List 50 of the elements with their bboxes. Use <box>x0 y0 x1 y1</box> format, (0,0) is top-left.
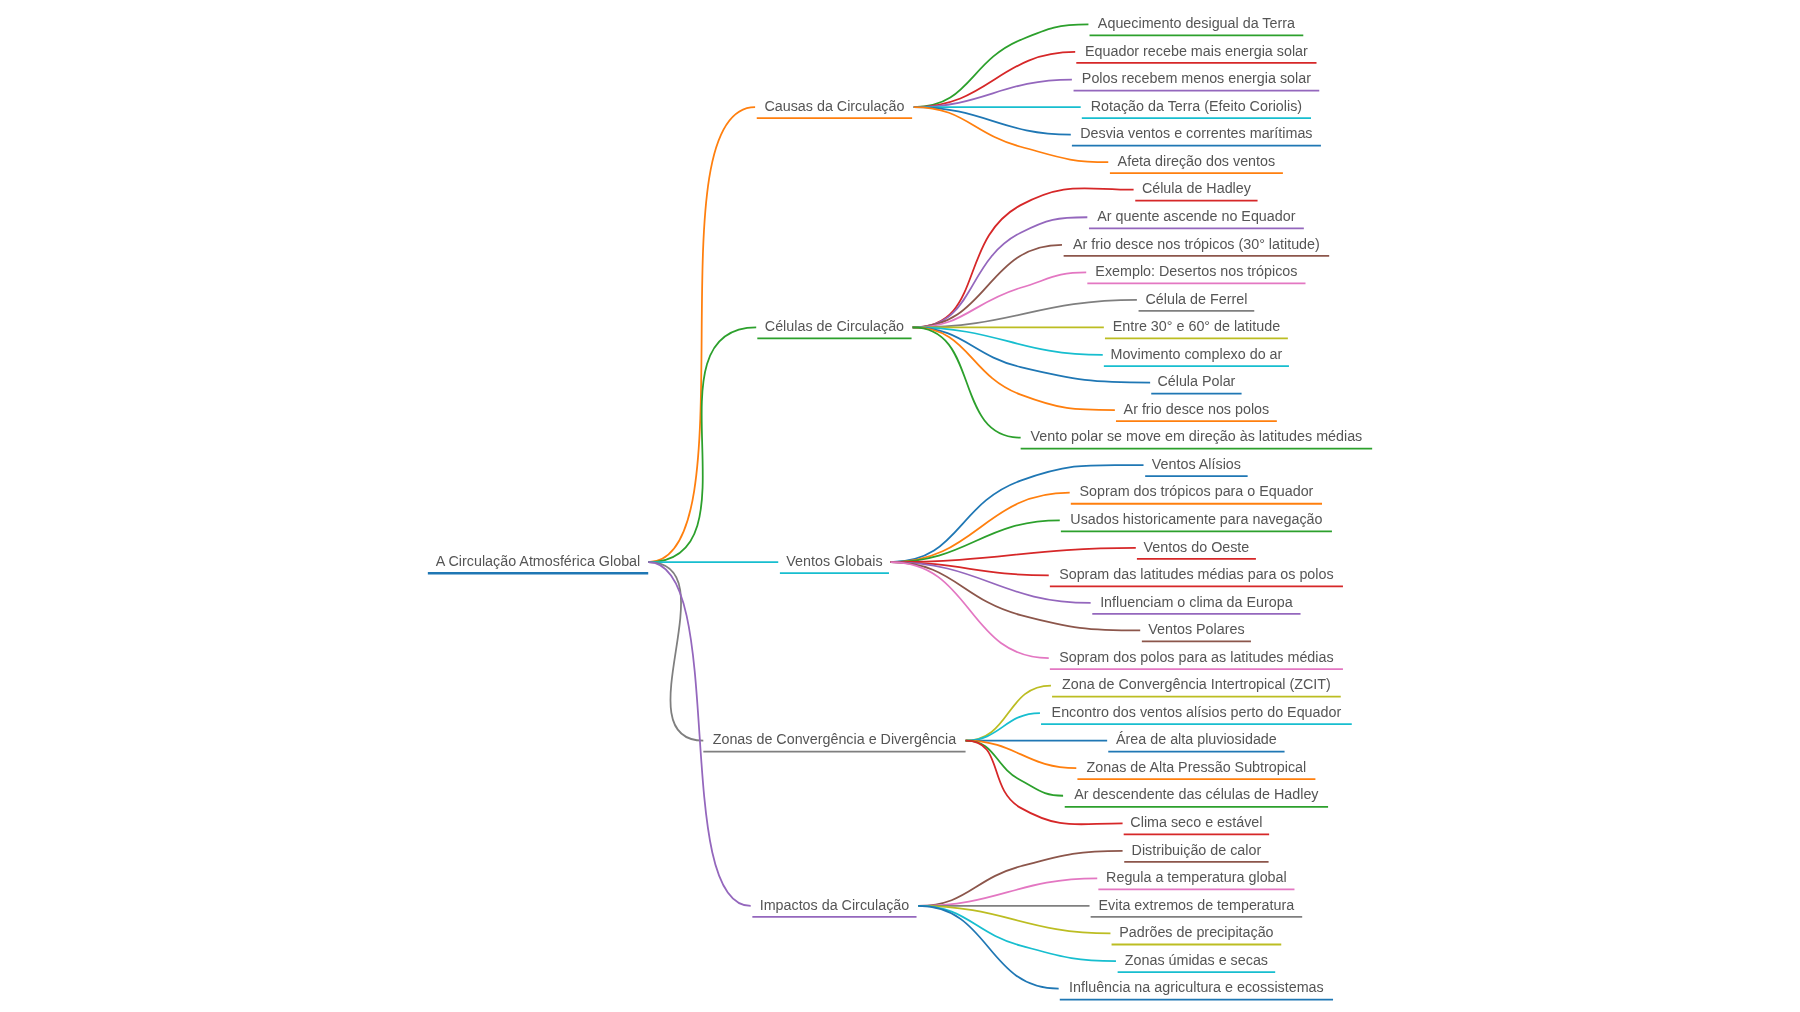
node-text: Padrões de precipitação <box>1119 923 1274 940</box>
connector <box>889 560 1050 659</box>
node-text: Aquecimento desigual da Terra <box>1097 14 1295 31</box>
node-text: Causas da Circulação <box>764 97 905 114</box>
node-text: Célula de Ferrel <box>1145 290 1248 307</box>
node-text: Sopram das latitudes médias para os polos <box>1059 565 1334 582</box>
node-text: Impactos da Circulação <box>759 896 910 913</box>
node-text: Célula Polar <box>1157 372 1236 389</box>
node-text: Zona de Convergência Intertropical (ZCIT) <box>1061 675 1331 692</box>
node-text: Entre 30° e 60° de latitude <box>1112 317 1281 334</box>
node-text: Ar frio desce nos trópicos (30° latitude) <box>1073 235 1320 252</box>
node-text: Área de alta pluviosidade <box>1116 730 1277 747</box>
node-text: A Circulação Atmosférica Global <box>435 552 641 569</box>
node-text: Polos recebem menos energia solar <box>1081 69 1311 86</box>
connector <box>911 326 1022 438</box>
node-text: Células de Circulação <box>764 317 905 334</box>
connector <box>912 105 1110 163</box>
node-text: Encontro dos ventos alísios perto do Equador <box>1051 703 1342 720</box>
node-text: Equador recebe mais energia solar <box>1085 42 1308 59</box>
node-text: Desvia ventos e correntes marítimas <box>1080 124 1313 141</box>
node-text: Distribuição de calor <box>1131 841 1262 858</box>
node-text: Regula a temperatura global <box>1106 868 1287 885</box>
node-text: Ar frio desce nos polos <box>1123 400 1270 417</box>
node-text: Ar quente ascende no Equador <box>1097 207 1296 224</box>
node-text: Zonas úmidas e secas <box>1124 951 1269 968</box>
connector <box>647 560 705 742</box>
node-text: Afeta direção dos ventos <box>1117 152 1276 169</box>
node-text: Vento polar se move em direção às latitudes médias <box>1030 427 1363 444</box>
connector <box>911 215 1089 328</box>
node-text: Movimento complexo do ar <box>1110 345 1283 362</box>
node-text: Influência na agricultura e ecossistemas <box>1069 978 1324 995</box>
node-text: Ventos Globais <box>786 552 883 569</box>
node-text: Clima seco e estável <box>1130 813 1263 830</box>
node-text: Usados historicamente para navegação <box>1070 510 1323 527</box>
node-text: Rotação da Terra (Efeito Coriolis) <box>1090 97 1303 114</box>
node-text: Célula de Hadley <box>1141 179 1251 196</box>
connector <box>917 904 1060 989</box>
node-text: Evita extremos de temperatura <box>1098 896 1295 913</box>
node-text: Ar descendente das células de Hadley <box>1074 785 1319 802</box>
node-text: Influenciam o clima da Europa <box>1100 593 1293 610</box>
node-text: Zonas de Alta Pressão Subtropical <box>1086 758 1307 775</box>
node-text: Ventos Alísios <box>1151 455 1241 472</box>
node-text: Ventos Polares <box>1148 620 1245 637</box>
node-text: Exemplo: Desertos nos trópicos <box>1095 262 1298 279</box>
node-text: Sopram dos trópicos para o Equador <box>1079 482 1314 499</box>
node-text: Zonas de Convergência e Divergência <box>712 730 957 747</box>
node-text: Ventos do Oeste <box>1143 538 1250 555</box>
node-text: Sopram dos polos para as latitudes médias <box>1059 648 1334 665</box>
connector <box>964 739 1124 825</box>
connector <box>647 560 752 907</box>
